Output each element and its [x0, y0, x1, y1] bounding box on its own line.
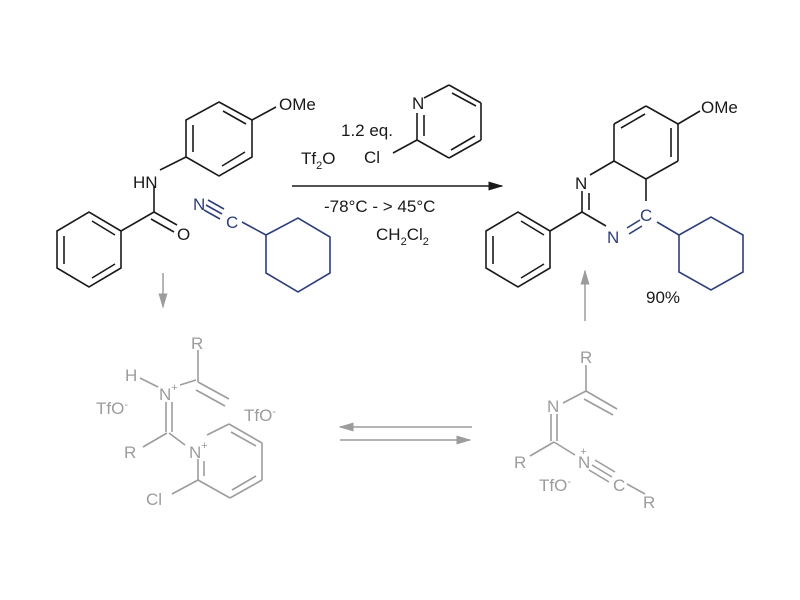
int-right-r-top: R	[580, 348, 592, 367]
reagent-pyridine-n: N	[412, 94, 424, 113]
anisyl-hexagon	[120, 101, 277, 233]
reagent-equiv: 1.2 eq.	[341, 121, 393, 140]
int-left-n: N+	[159, 382, 178, 404]
product-ome-label: OMe	[701, 98, 738, 117]
int-left-py-n: N+	[189, 440, 208, 462]
nitrile-n-label: N	[193, 195, 205, 214]
benzoyl-phenyl-ring	[56, 211, 122, 288]
int-right-n: N	[547, 397, 559, 416]
intermediate-left	[139, 350, 263, 499]
int-right-c: C	[613, 476, 625, 495]
product-yield: 90%	[646, 288, 680, 307]
int-left-r-top: R	[191, 334, 203, 353]
product-cyclohexyl	[626, 216, 744, 291]
int-left-cl: Cl	[146, 490, 162, 509]
nitrile-c-label: C	[226, 213, 238, 232]
sm-hn-label: HN	[133, 173, 158, 192]
int-left-tfo-1: TfO-	[96, 399, 128, 418]
int-left-r-left: R	[124, 443, 136, 462]
product-phenyl-ring	[485, 211, 551, 288]
product-n3-label: N	[607, 228, 619, 247]
intermediate-right	[529, 365, 646, 495]
reagent-temperature: -78°C - > 45°C	[324, 197, 435, 216]
int-right-n-nitrilium: N+	[578, 446, 590, 472]
sm-o-label: O	[177, 225, 190, 244]
reagent-pyridine-cl: Cl	[364, 148, 380, 167]
int-right-r-right: R	[643, 493, 655, 512]
chloropyridine-ring	[392, 84, 482, 159]
int-right-tfo: TfO-	[539, 476, 571, 495]
int-left-tfo-2: TfO-	[244, 406, 276, 425]
cyclohexanecarbonitrile	[203, 199, 331, 293]
product-n1-label: N	[575, 174, 587, 193]
product-quinazoline	[549, 105, 701, 232]
int-left-h: H	[125, 366, 137, 385]
reagent-solvent: CH2Cl2	[376, 225, 429, 248]
int-right-r-left: R	[514, 453, 526, 472]
sm-ome-label: OMe	[279, 95, 316, 114]
product-c4-label: C	[640, 206, 652, 225]
reagent-tf2o: Tf2O	[301, 149, 335, 172]
